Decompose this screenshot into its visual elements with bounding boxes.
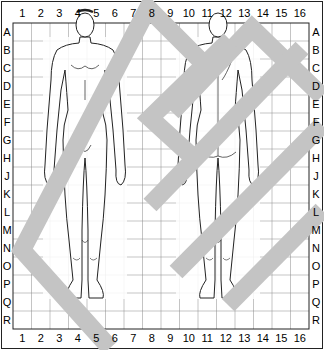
column-label: 15 — [275, 332, 287, 344]
column-label: 14 — [257, 7, 269, 19]
column-label: 1 — [19, 332, 25, 344]
row-label: H — [312, 152, 320, 164]
row-label: O — [312, 260, 321, 272]
column-label: 10 — [183, 332, 195, 344]
column-label: 3 — [56, 332, 62, 344]
column-label: 13 — [238, 332, 250, 344]
grid-line — [142, 23, 143, 329]
grid-line — [161, 23, 162, 329]
row-label: M — [2, 224, 11, 236]
row-label: F — [4, 116, 11, 128]
column-label: 3 — [56, 7, 62, 19]
row-label: L — [4, 206, 10, 218]
column-label: 12 — [220, 332, 232, 344]
column-label: 16 — [294, 7, 306, 19]
row-label: F — [313, 116, 320, 128]
column-label: 4 — [75, 7, 81, 19]
column-label: 9 — [167, 332, 173, 344]
row-label: G — [312, 134, 321, 146]
row-label: R — [3, 314, 11, 326]
column-label: 12 — [220, 7, 232, 19]
row-label: Q — [3, 296, 12, 308]
column-label: 9 — [167, 7, 173, 19]
row-label: C — [312, 62, 320, 74]
column-label: 16 — [294, 332, 306, 344]
column-label: 10 — [183, 7, 195, 19]
column-label: 8 — [149, 332, 155, 344]
column-label: 6 — [112, 332, 118, 344]
column-label: 15 — [275, 7, 287, 19]
row-label: D — [312, 80, 320, 92]
row-label: R — [312, 314, 320, 326]
row-label: M — [311, 224, 320, 236]
row-label: P — [3, 278, 10, 290]
column-label: 8 — [149, 7, 155, 19]
row-label: J — [4, 170, 10, 182]
row-label: K — [3, 188, 10, 200]
row-label: N — [3, 242, 11, 254]
row-label: A — [3, 26, 10, 38]
column-label: 7 — [130, 332, 136, 344]
column-label: 2 — [38, 7, 44, 19]
grid-line — [13, 311, 309, 312]
row-label: Q — [312, 296, 321, 308]
column-label: 2 — [38, 332, 44, 344]
column-label: 11 — [202, 7, 213, 19]
row-label: E — [3, 98, 10, 110]
grey-bands — [22, 8, 322, 348]
column-label: 13 — [238, 7, 250, 19]
column-label: 1 — [19, 7, 25, 19]
row-label: P — [312, 278, 319, 290]
column-label: 11 — [202, 332, 213, 344]
column-label: 7 — [130, 7, 136, 19]
row-label: J — [313, 170, 319, 182]
column-label: 4 — [75, 332, 81, 344]
row-label: N — [312, 242, 320, 254]
grid-line — [31, 23, 32, 329]
column-label: 5 — [93, 7, 99, 19]
row-label: G — [3, 134, 12, 146]
column-label: 14 — [257, 332, 269, 344]
row-label: B — [312, 44, 319, 56]
row-label: C — [3, 62, 11, 74]
column-label: 5 — [93, 332, 99, 344]
row-label: L — [313, 206, 319, 218]
row-label: A — [312, 26, 319, 38]
column-label: 6 — [112, 7, 118, 19]
row-label: K — [312, 188, 319, 200]
row-label: B — [3, 44, 10, 56]
row-label: O — [3, 260, 12, 272]
row-label: H — [3, 152, 11, 164]
row-label: E — [312, 98, 319, 110]
row-label: D — [3, 80, 11, 92]
